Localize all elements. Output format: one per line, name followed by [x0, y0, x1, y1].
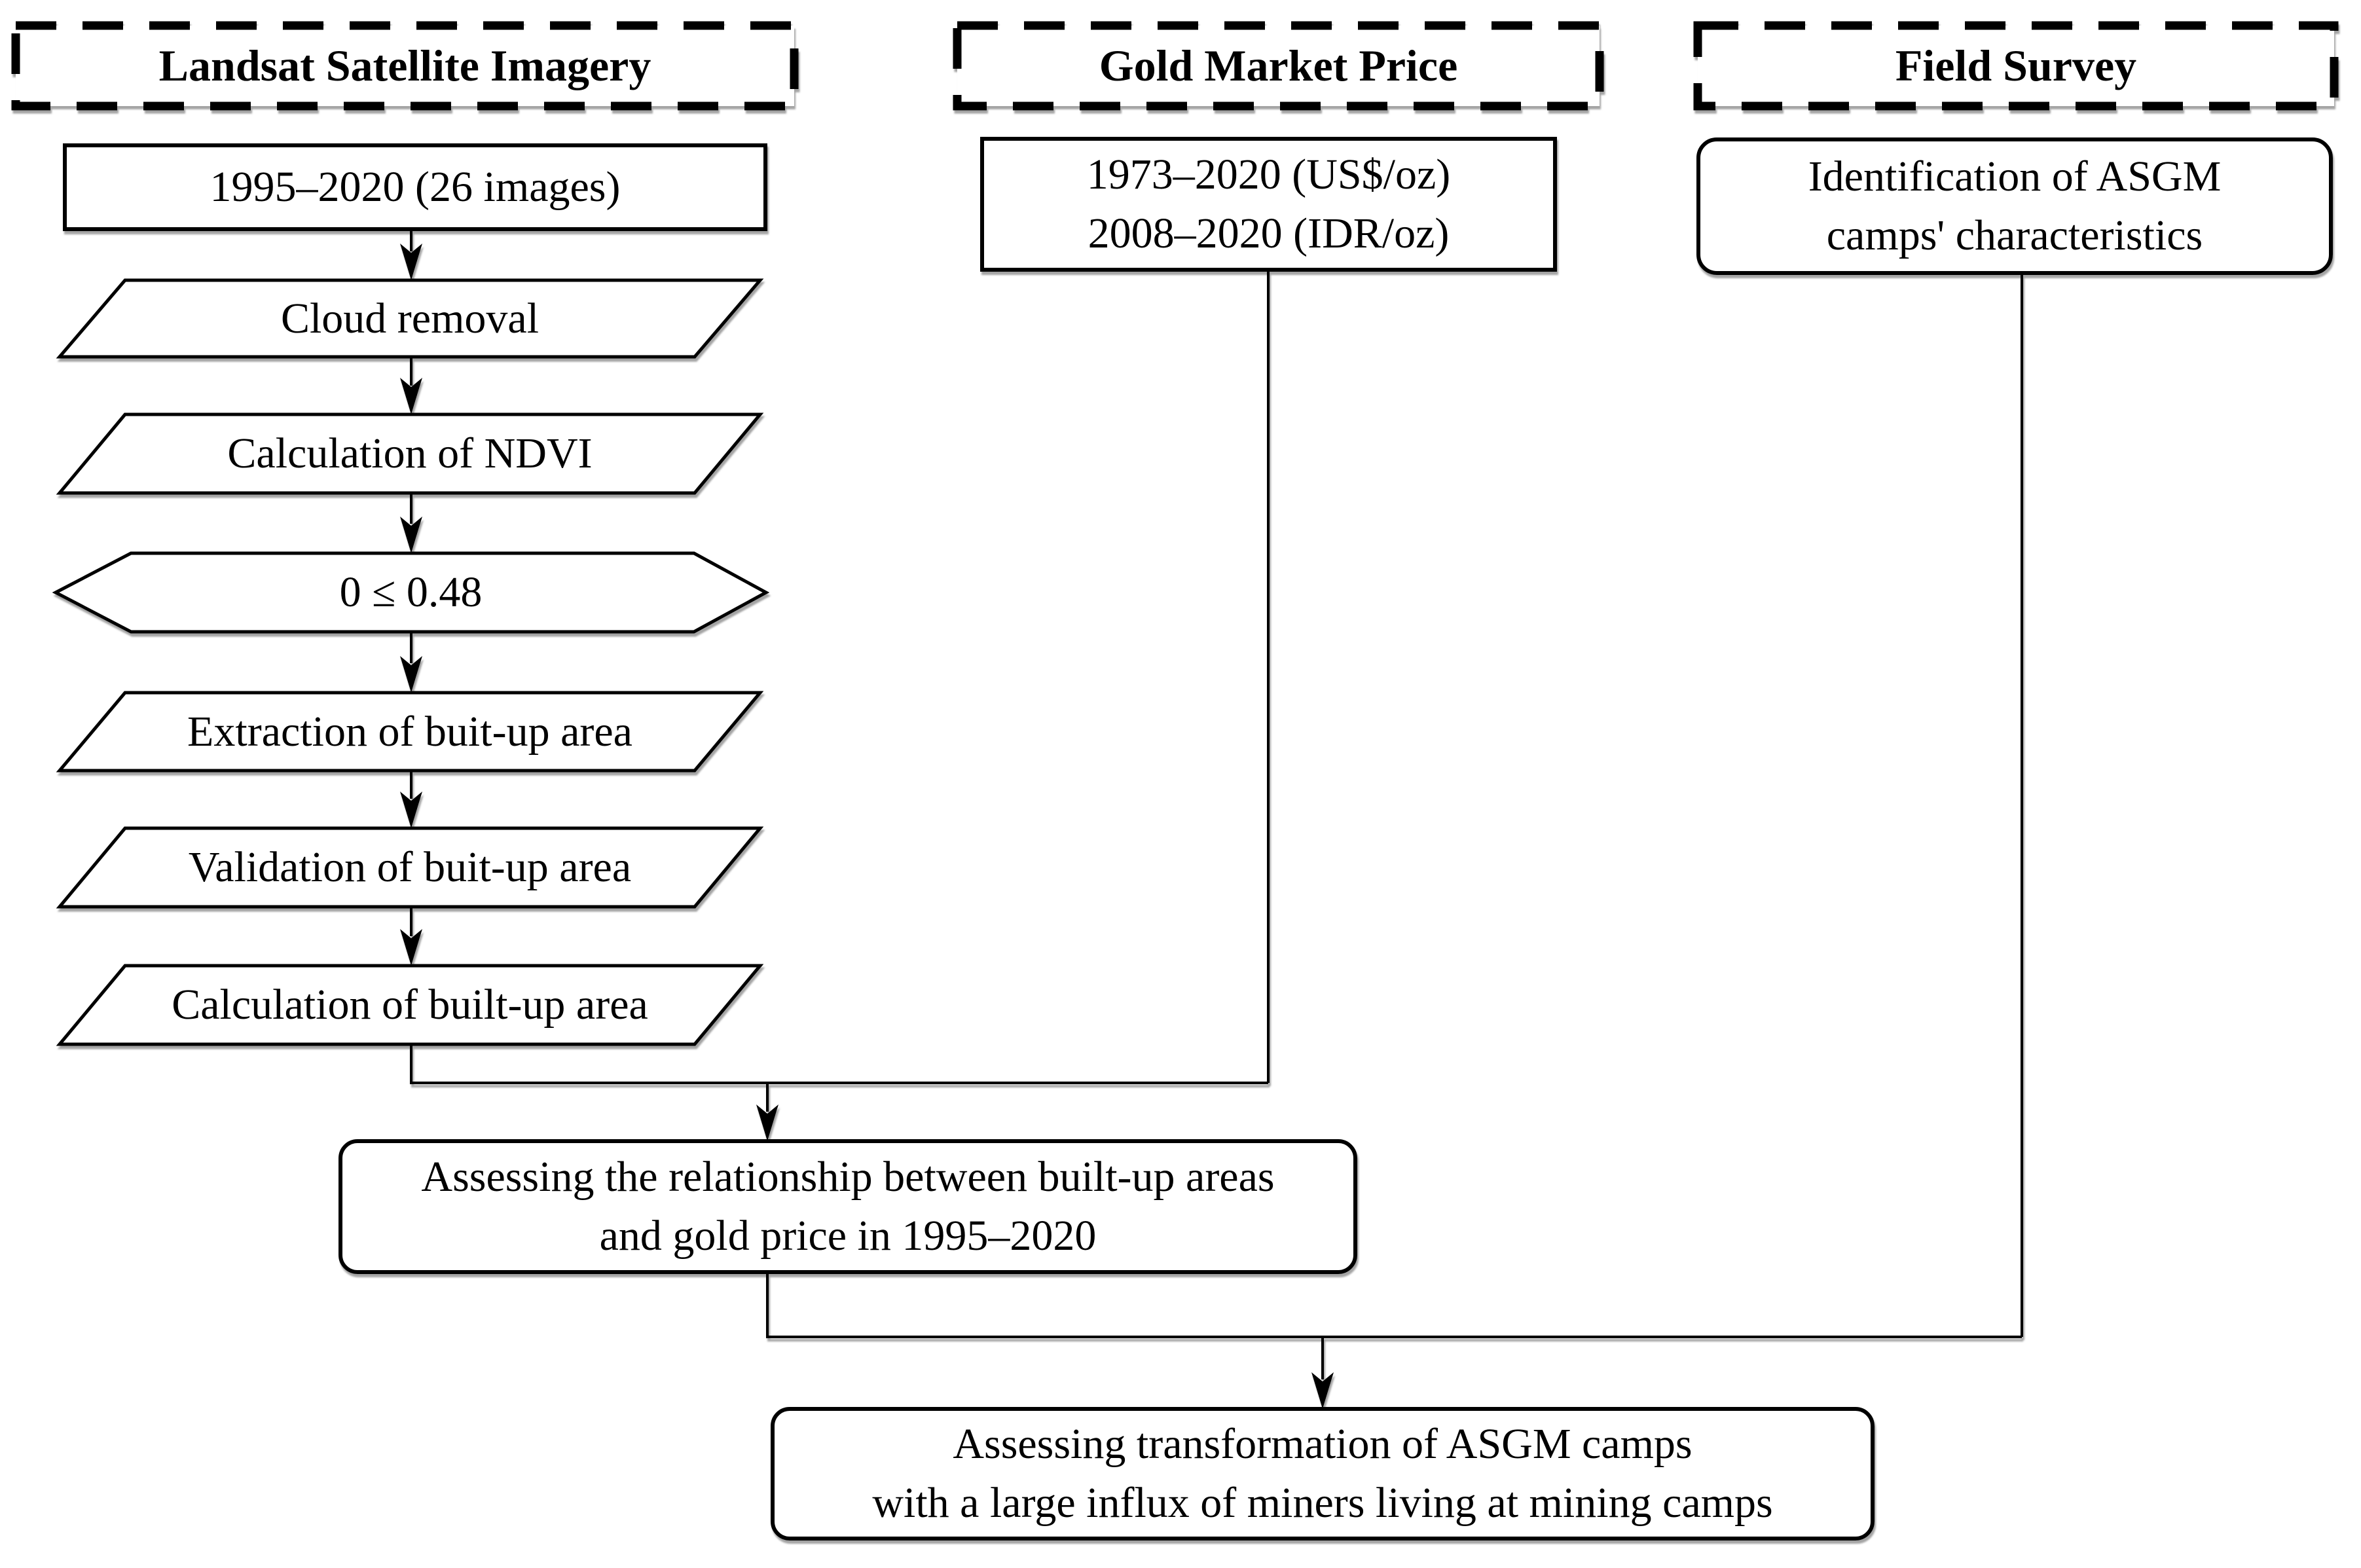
down-arrow-head: [1311, 1372, 1334, 1409]
down-arrow-head: [400, 929, 422, 966]
down-arrow-head: [400, 517, 422, 553]
down-arrow-head: [400, 244, 422, 280]
ndvi-threshold-hexagon: [52, 551, 770, 634]
field-survey-data-box: [1696, 137, 2333, 275]
transformation-assessment-box: [771, 1407, 1875, 1541]
landsat-years-box: [63, 143, 767, 231]
down-arrow-head: [400, 792, 422, 828]
down-arrow-head: [756, 1104, 778, 1141]
field-survey-header-box: [1693, 21, 2339, 111]
cloud-removal-parallelogram: [56, 278, 764, 359]
connector-lines: [410, 229, 2023, 1379]
relationship-assessment-box: [339, 1139, 1357, 1274]
gold-header-box: [953, 21, 1604, 111]
calculation-parallelogram: [56, 964, 764, 1046]
validation-parallelogram: [56, 826, 764, 909]
down-arrow-head: [400, 656, 422, 693]
landsat-header-box: [11, 21, 799, 111]
ndvi-parallelogram: [56, 412, 764, 495]
extraction-parallelogram: [56, 691, 764, 773]
gold-price-data-box: [980, 137, 1557, 272]
down-arrow-head: [400, 378, 422, 414]
